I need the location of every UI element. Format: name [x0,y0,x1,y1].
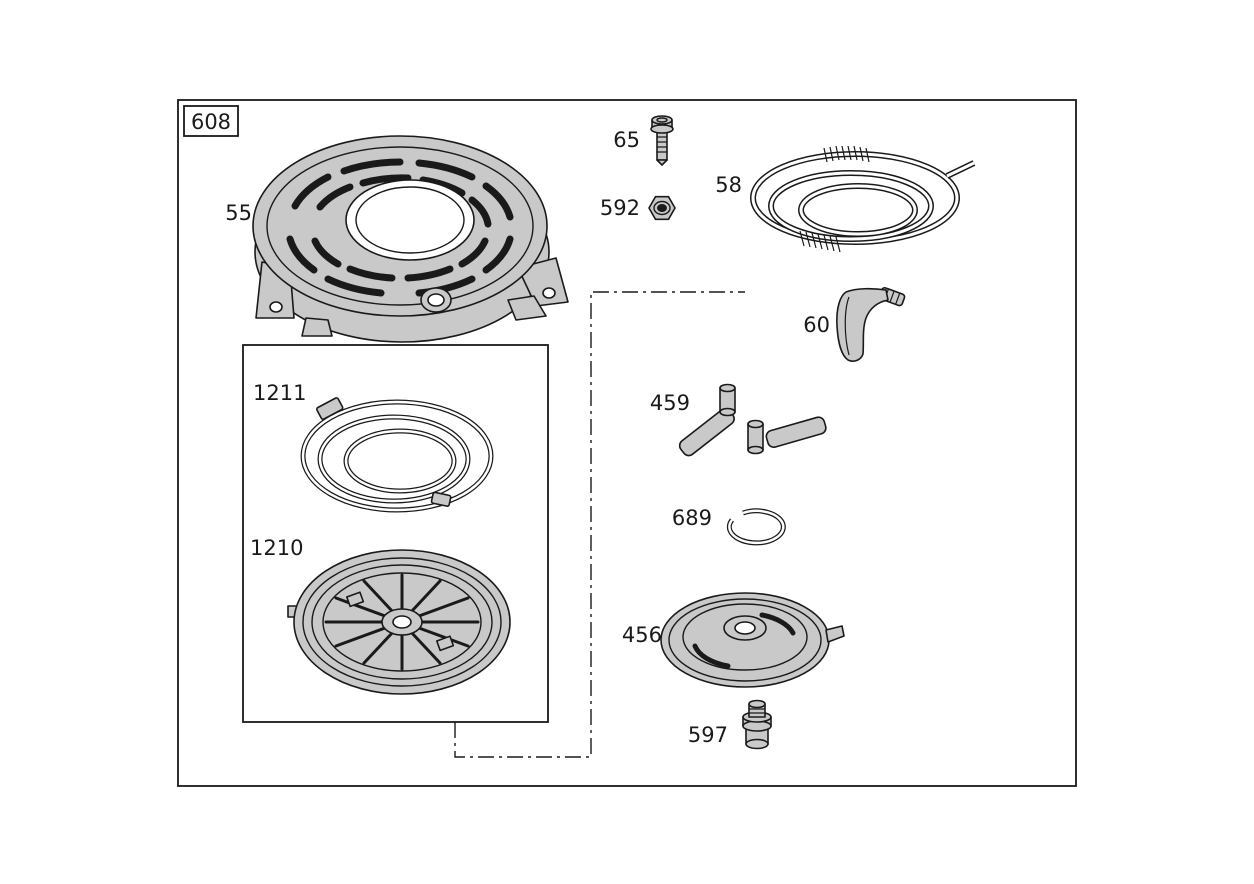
rope-texture-marks [799,145,870,253]
frame-label-box: 608 [183,105,239,137]
part-pawl-kit-drawing [678,383,827,457]
label-pulley-cam: 456 [622,623,662,647]
subassembly-box [242,344,549,723]
label-pawl-kit: 459 [650,391,690,415]
part-screw-drawing [650,115,674,166]
pulley-fan-spokes [324,573,480,671]
diagram-border [177,99,1077,787]
label-blower-housing: 55 [225,201,252,225]
part-blower-housing-drawing [252,135,569,343]
label-screw: 65 [613,128,640,152]
part-starter-handle-drawing [836,286,906,362]
housing-vent-slots [286,158,514,297]
part-recoil-spring-drawing [300,397,494,513]
part-hex-nut-drawing [648,195,676,221]
frame-label: 608 [191,110,231,134]
assembly-reference-line [454,291,745,758]
part-starter-pulley-drawing [287,549,511,695]
label-retainer-ring: 689 [672,506,712,530]
label-starter-pulley: 1210 [250,536,303,560]
label-hex-nut: 592 [600,196,640,220]
label-recoil-spring: 1211 [253,381,306,405]
label-starter-screw: 597 [688,723,728,747]
part-retainer-ring-drawing [726,508,786,546]
part-starter-rope-drawing [750,145,976,253]
frame-label-border [183,105,239,137]
label-starter-rope: 58 [715,173,742,197]
part-starter-screw-drawing [742,699,772,750]
part-pulley-cam-drawing [660,592,845,688]
label-starter-handle: 60 [803,313,830,337]
